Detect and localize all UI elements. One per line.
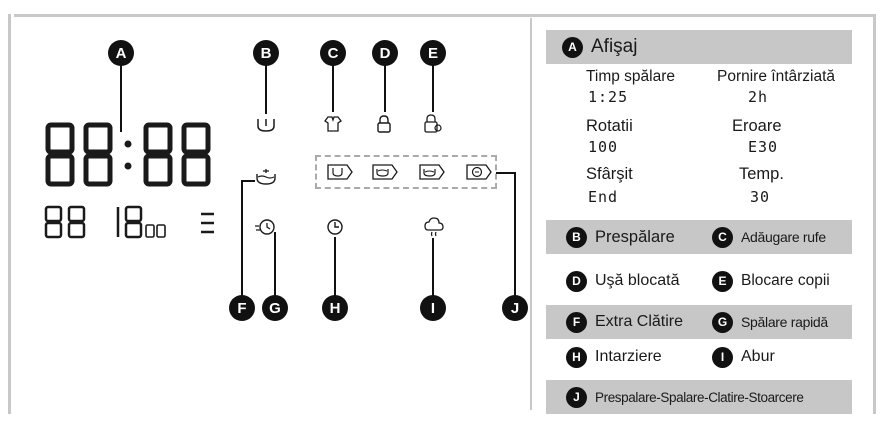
legend-text-g: Spălare rapidă — [741, 314, 828, 330]
rinse-stage-icon — [419, 164, 445, 180]
legend-badge-d: D — [566, 270, 587, 292]
frame-left-border — [8, 14, 11, 414]
door-lock-icon — [377, 115, 391, 133]
legend-badge-e: E — [712, 270, 733, 292]
legend-text-e: Blocare copii — [741, 272, 830, 289]
end-label: Sfârşit — [586, 165, 633, 183]
legend-text-d: Uşă blocată — [595, 272, 680, 289]
legend-heading: A Afişaj — [562, 32, 637, 62]
level-bars — [201, 212, 214, 234]
quick-wash-icon — [255, 219, 275, 235]
rotation-value: 100 — [588, 138, 619, 156]
delay-icon — [327, 219, 343, 235]
marker-f-elbow — [241, 180, 255, 182]
legend-badge-b: B — [566, 226, 587, 248]
extra-rinse-icon — [256, 169, 276, 185]
marker-e: E — [420, 40, 446, 66]
marker-j-elbow — [496, 172, 516, 174]
spin-stage-icon — [466, 164, 492, 180]
legend-item-c: C Adăugare rufe — [712, 222, 826, 252]
legend-item-b: B Prespălare — [566, 222, 675, 252]
legend-item-i: I Abur — [712, 342, 775, 372]
marker-f: F — [229, 295, 255, 321]
child-lock-icon — [424, 114, 442, 133]
delay-label: Pornire întârziată — [717, 68, 836, 85]
temp-value: 30 — [750, 188, 771, 206]
legend-item-g: G Spălare rapidă — [712, 307, 828, 337]
frame-right-border — [873, 14, 876, 414]
marker-i-stem — [432, 238, 434, 298]
prewash-icon — [257, 119, 275, 132]
wash-time-label: Timp spălare — [586, 68, 676, 85]
legend-row-j — [546, 380, 852, 414]
marker-g: G — [262, 295, 288, 321]
marker-h: H — [322, 295, 348, 321]
main-time-digits — [45, 122, 211, 187]
legend-badge-i: I — [712, 346, 733, 368]
marker-d-stem — [384, 64, 386, 112]
legend-item-f: F Extra Clătire — [566, 307, 683, 337]
legend-text-j: Prespalare-Spalare-Clatire-Stoarcere — [595, 389, 804, 405]
legend-badge-a: A — [562, 36, 583, 58]
legend-item-d: D Uşă blocată — [566, 266, 680, 296]
marker-c-stem — [332, 64, 334, 112]
legend-row-bc — [546, 220, 852, 254]
legend-badge-f: F — [566, 311, 587, 333]
end-value: End — [588, 188, 619, 206]
marker-j-stem — [514, 172, 516, 298]
legend-text-i: Abur — [741, 348, 775, 365]
legend-row-fg — [546, 305, 852, 339]
steam-icon — [424, 217, 444, 237]
legend-text-c: Adăugare rufe — [741, 229, 826, 245]
legend-item-j: J Prespalare-Spalare-Clatire-Stoarcere — [566, 382, 804, 412]
legend-text-f: Extra Clătire — [595, 313, 684, 330]
legend-item-h: H Intarziere — [566, 342, 662, 372]
marker-a: A — [108, 40, 134, 66]
legend-badge-c: C — [712, 226, 733, 248]
marker-h-stem — [334, 237, 336, 298]
marker-j: J — [502, 295, 528, 321]
marker-i: I — [420, 295, 446, 321]
wash-time-value: 1:25 — [588, 88, 629, 106]
marker-b-stem — [265, 64, 267, 114]
legend-item-e: E Blocare copii — [712, 266, 830, 296]
frame-top-border — [14, 14, 876, 17]
legend-heading-text: Afişaj — [591, 36, 638, 57]
marker-f-stem — [241, 180, 243, 298]
marker-a-stem — [120, 64, 122, 132]
legend-heading-row — [546, 30, 852, 64]
legend-badge-h: H — [566, 346, 587, 368]
marker-d: D — [372, 40, 398, 66]
temp-label: Temp. — [739, 165, 784, 183]
small-digits-left — [44, 205, 86, 239]
add-laundry-icon — [324, 116, 342, 132]
rotation-label: Rotatii — [586, 117, 633, 135]
small-digits-mid — [116, 205, 166, 239]
marker-b: B — [253, 40, 279, 66]
legend-text-b: Prespălare — [595, 227, 675, 246]
marker-e-stem — [432, 64, 434, 112]
panel-divider — [530, 18, 532, 410]
legend-badge-j: J — [566, 386, 587, 408]
marker-g-stem — [274, 232, 276, 298]
legend-text-h: Intarziere — [595, 348, 662, 365]
wash-stage-icon — [372, 164, 398, 180]
delay-value: 2h — [748, 88, 769, 106]
marker-c: C — [320, 40, 346, 66]
prewash-stage-icon — [327, 164, 353, 180]
error-label: Eroare — [732, 117, 782, 135]
legend-badge-g: G — [712, 311, 733, 333]
error-value: E30 — [748, 138, 779, 156]
